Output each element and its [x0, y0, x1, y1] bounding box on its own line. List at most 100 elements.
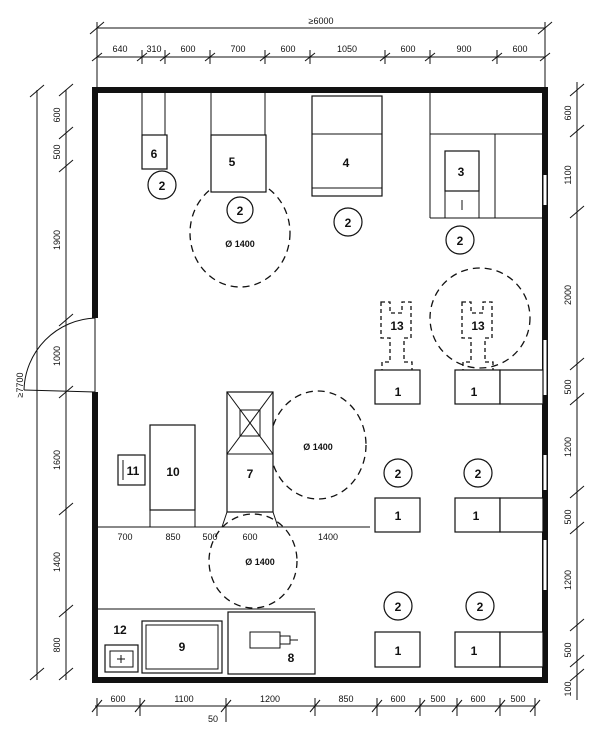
chair-3: 2: [445, 225, 475, 255]
right-dimensions: 600 1100 2000 500 1200 500 1200 500 100: [563, 82, 585, 700]
chair-1d-label: 2: [475, 467, 482, 481]
bottom-dim-3: 1200: [260, 694, 280, 704]
bottom-dim-7: 600: [470, 694, 485, 704]
chair-1e: 2: [383, 591, 413, 621]
workstation-1c: 1: [374, 497, 421, 533]
item-11: 11: [117, 454, 146, 486]
item-13-left: 13: [380, 301, 413, 381]
right-dim-2: 1100: [563, 165, 573, 184]
workstation-1f: 1: [454, 631, 544, 668]
item-3-label: 3: [458, 165, 465, 179]
left-dim-5: 1600: [52, 450, 62, 470]
item-7-label: 7: [247, 467, 254, 481]
entrance-door: [23, 317, 96, 393]
item-5: 5: [210, 92, 267, 193]
inner-dim-3: 500: [202, 532, 217, 542]
item-9-label: 9: [179, 640, 186, 654]
chair-6-label: 2: [159, 179, 166, 193]
item-8: 8: [227, 611, 316, 675]
item-3: 3: [429, 92, 543, 219]
right-dim-9: 100: [563, 681, 573, 696]
item-6-label: 6: [151, 147, 158, 161]
top-dim-9: 600: [512, 44, 527, 54]
item-13-right: 13: [461, 301, 494, 381]
item-9: 9: [141, 620, 223, 674]
workstation-1e-label: 1: [395, 644, 402, 658]
workstation-1a: 1: [374, 369, 421, 405]
bottom-offset-dim: 50: [208, 714, 218, 724]
left-dim-1: 600: [52, 107, 62, 122]
top-dim-8: 900: [456, 44, 471, 54]
chair-1c: 2: [383, 458, 413, 488]
bottom-dim-8: 500: [510, 694, 525, 704]
bottom-dim-6: 500: [430, 694, 445, 704]
right-dim-4: 500: [563, 379, 573, 394]
chair-1f-label: 2: [477, 600, 484, 614]
top-dim-1: 640: [112, 44, 127, 54]
workstation-1e: 1: [374, 631, 421, 668]
chair-4-label: 2: [345, 216, 352, 230]
top-dim-2: 310: [146, 44, 161, 54]
bottom-dim-1: 600: [110, 694, 125, 704]
left-dimensions: ≥7700 600 500 1900 1000 1600 1400 800: [15, 83, 74, 681]
item-5-label: 5: [229, 155, 236, 169]
overall-length-label: ≥7700: [15, 373, 25, 398]
item-6: 6: [141, 92, 168, 170]
chair-4: 2: [333, 207, 363, 237]
left-dim-7: 800: [52, 637, 62, 652]
left-dim-6: 1400: [52, 552, 62, 572]
inner-dim-1: 700: [117, 532, 132, 542]
bottom-dim-4: 850: [338, 694, 353, 704]
item-4: 4: [311, 95, 383, 197]
overall-width-label: ≥6000: [309, 16, 334, 26]
diameter-label-2: Ø 1400: [303, 442, 333, 452]
chair-5: 2: [226, 196, 254, 224]
workstation-1b-label: 1: [471, 385, 478, 399]
chair-6: 2: [147, 170, 177, 200]
right-dim-8: 500: [563, 642, 573, 657]
top-dim-5: 600: [280, 44, 295, 54]
right-dim-5: 1200: [563, 437, 573, 457]
item-7: 7: [221, 391, 279, 528]
chair-1c-label: 2: [395, 467, 402, 481]
item-10: 10: [149, 424, 196, 527]
diameter-label-3: Ø 1400: [245, 557, 275, 567]
right-dim-1: 600: [563, 105, 573, 120]
item-12-label: 12: [113, 623, 127, 637]
chair-1f: 2: [465, 591, 495, 621]
inner-dim-2: 850: [165, 532, 180, 542]
right-dim-7: 1200: [563, 570, 573, 590]
item-12: 12: [104, 623, 139, 673]
chair-5-label: 2: [237, 204, 244, 218]
item-4-label: 4: [343, 156, 350, 170]
chair-1e-label: 2: [395, 600, 402, 614]
item-11-label: 11: [127, 464, 140, 478]
room-walls: [92, 87, 548, 683]
left-dim-4: 1000: [52, 346, 62, 366]
inner-dim-5: 1400: [318, 532, 338, 542]
workstation-1c-label: 1: [395, 509, 402, 523]
item-13-right-label: 13: [471, 319, 485, 333]
workstation-1d-label: 1: [473, 509, 480, 523]
item-13-left-label: 13: [390, 319, 404, 333]
inner-dim-4: 600: [242, 532, 257, 542]
chair-3-label: 2: [457, 234, 464, 248]
chair-1d: 2: [463, 458, 493, 488]
top-dim-6: 1050: [337, 44, 357, 54]
right-dim-3: 2000: [563, 285, 573, 305]
workstation-1f-label: 1: [471, 644, 478, 658]
bottom-dimensions: 600 1100 1200 850 600 500 600 500 50: [91, 694, 541, 724]
top-dimensions: ≥6000 640 310 600 700 600 1050 600 900 6…: [89, 16, 553, 88]
workstation-1b: 1: [454, 369, 544, 405]
left-dim-3: 1900: [52, 230, 62, 250]
bottom-dim-5: 600: [390, 694, 405, 704]
top-dim-7: 600: [400, 44, 415, 54]
workstation-1d: 1: [454, 497, 544, 533]
top-dim-3: 600: [180, 44, 195, 54]
item-10-label: 10: [166, 465, 180, 479]
item-8-label: 8: [288, 651, 295, 665]
top-dim-4: 700: [230, 44, 245, 54]
inner-dimensions: 700 850 500 600 1400: [117, 532, 338, 542]
diameter-label-1: Ø 1400: [225, 239, 255, 249]
